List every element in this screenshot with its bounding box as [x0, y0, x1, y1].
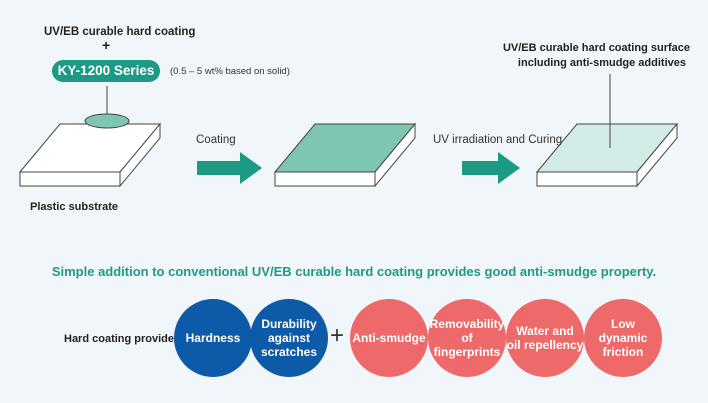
hardness-circle: Hardness	[174, 299, 252, 377]
anti-smudge-circle: Anti-smudge	[350, 299, 428, 377]
water-oil-repellency-label: Water and oil repellency	[506, 324, 584, 352]
scratch-durability-circle: Durability against scratches	[250, 299, 328, 377]
summary-headline: Simple addition to conventional UV/EB cu…	[51, 264, 657, 279]
cured-surface-label-2: including anti-smudge additives	[517, 57, 686, 69]
coating-arrow	[197, 152, 262, 184]
plus-sign-top: +	[102, 37, 111, 53]
coated-slab	[273, 122, 417, 188]
fingerprint-removability-label: Removability of fingerprints	[429, 317, 505, 359]
hard-coating-provides-label: Hard coating provides	[64, 333, 181, 345]
plus-sign-bottom: +	[330, 322, 345, 349]
product-badge: KY-1200 Series	[52, 60, 160, 82]
curing-label: UV irradiation and Curing	[433, 134, 563, 146]
cured-surface-label-1: UV/EB curable hard coating surface	[502, 42, 690, 54]
coating-label: Coating	[196, 134, 236, 146]
anti-smudge-label: Anti-smudge	[352, 331, 426, 345]
concentration-note: (0.5 – 5 wt% based on solid)	[170, 66, 290, 77]
hard-coating-title: UV/EB curable hard coating	[44, 26, 196, 38]
substrate-slab-1	[18, 122, 162, 188]
cured-slab	[535, 122, 679, 188]
curing-arrow	[462, 152, 520, 184]
water-oil-repellency-circle: Water and oil repellency	[506, 299, 584, 377]
fingerprint-removability-circle: Removability of fingerprints	[428, 299, 506, 377]
scratch-durability-label: Durability against scratches	[260, 317, 318, 359]
low-friction-circle: Low dynamic friction	[584, 299, 662, 377]
substrate-label: Plastic substrate	[30, 201, 119, 213]
low-friction-label: Low dynamic friction	[598, 317, 648, 359]
hardness-label: Hardness	[185, 331, 241, 345]
coating-droplet	[84, 113, 130, 129]
